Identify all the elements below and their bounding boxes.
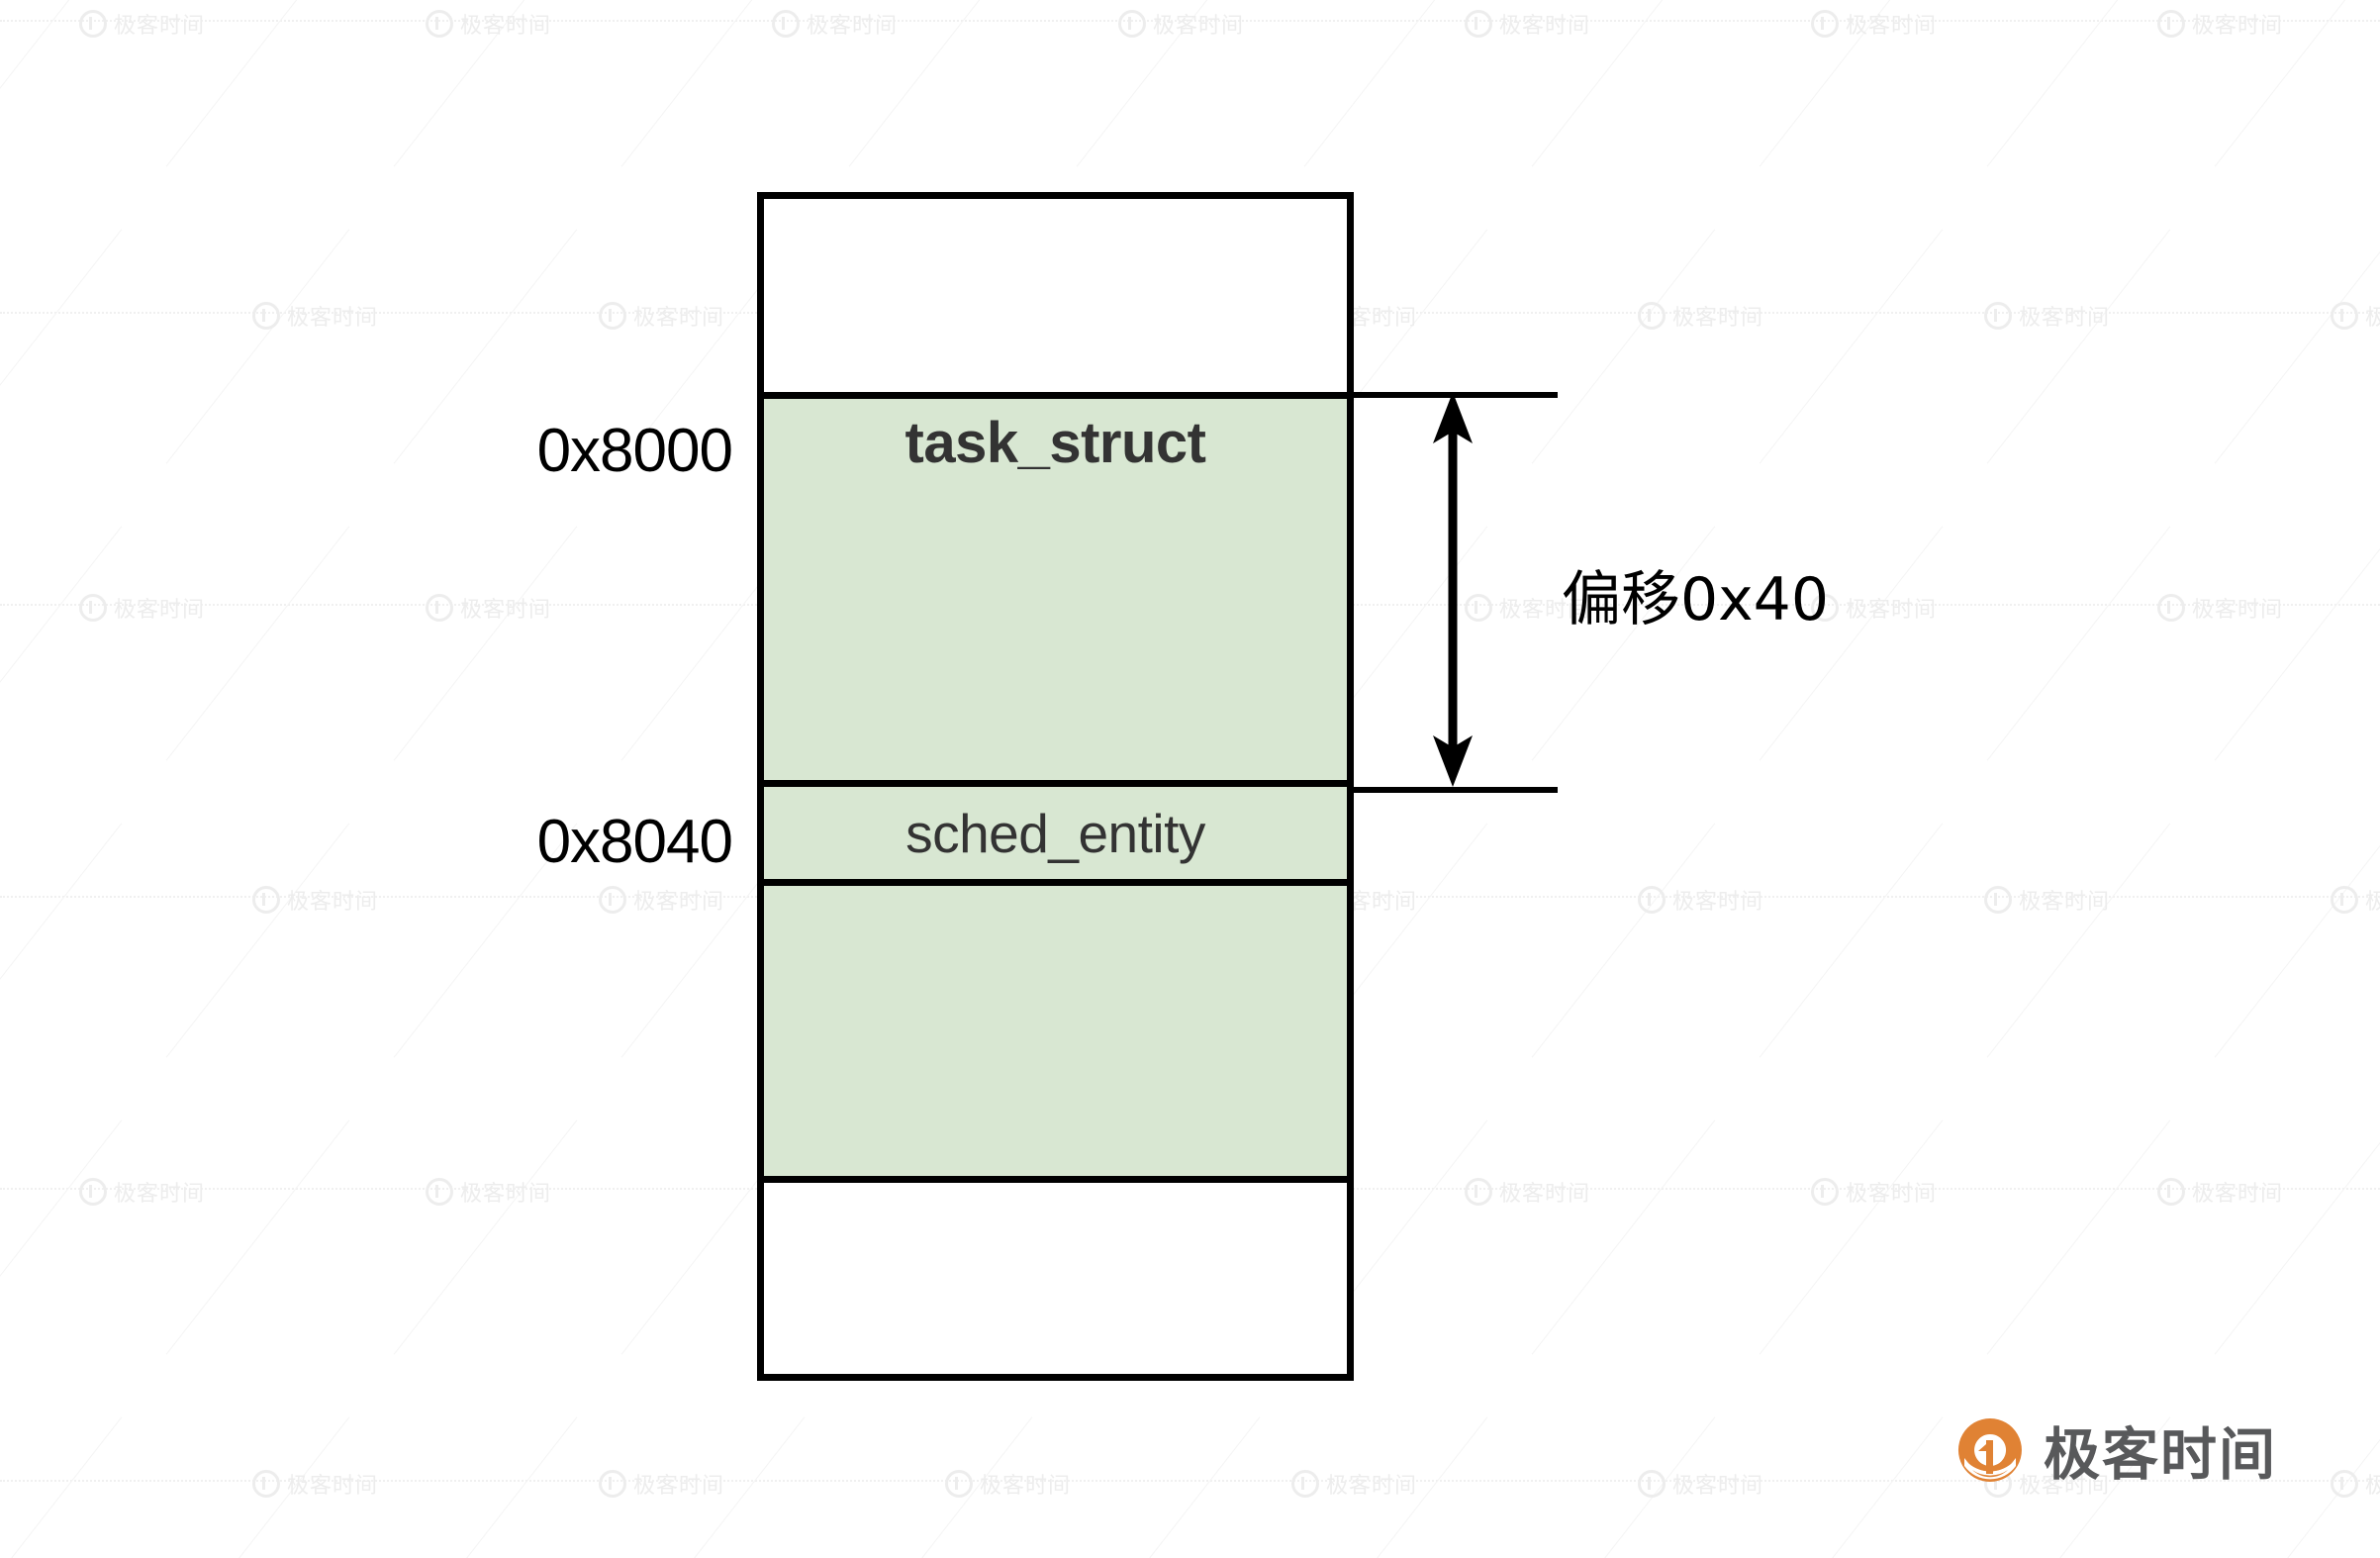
address-label-start: 0x8000 bbox=[536, 417, 733, 485]
offset-dimension-arrow-icon bbox=[1433, 392, 1473, 787]
measure-tick-bottom bbox=[1354, 787, 1558, 793]
memory-box-outline bbox=[757, 192, 1354, 1381]
brand-name-label: 极客时间 bbox=[2044, 1422, 2277, 1488]
brand-logo: 极客时间 bbox=[1954, 1410, 2277, 1491]
offset-annotation-label: 偏移0x40 bbox=[1562, 565, 1830, 634]
address-label-offset: 0x8040 bbox=[536, 808, 733, 876]
geektime-logo-icon bbox=[1957, 1418, 2022, 1482]
